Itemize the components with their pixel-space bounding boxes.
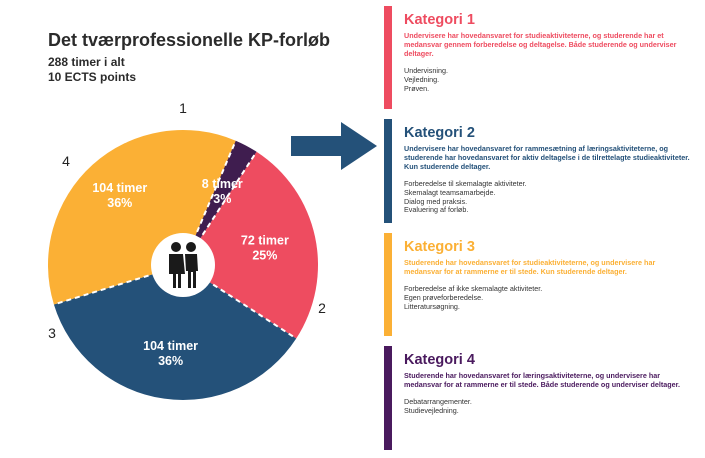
category-1-title: Kategori 1 (404, 12, 475, 28)
list-item: Egen prøveforberedelse. (404, 292, 484, 302)
category-1-list: Undervisning. Vejledning. Prøven. (404, 66, 694, 93)
category-3-title: Kategori 3 (404, 239, 475, 255)
header: Det tværprofessionelle KP-forløb 288 tim… (48, 30, 330, 85)
list-item: Litteratursøgning. (404, 301, 460, 311)
category-2-list: Forberedelse til skemalagte aktiviteter.… (404, 179, 694, 215)
list-item: Vejledning. (404, 74, 440, 84)
slice-number-label: 4 (62, 153, 70, 169)
category-4-card: Kategori 4 Studerende har hovedansvaret … (384, 346, 694, 450)
slice-percent-label: 36% (107, 196, 132, 210)
list-item: Forberedelse til skemalagte aktiviteter. (404, 179, 527, 188)
category-1-card: Kategori 1 Undervisere har hovedansvaret… (384, 6, 694, 109)
category-2-description: Undervisere har hovedansvaret for rammes… (404, 144, 690, 171)
slice-number-label: 3 (48, 325, 56, 341)
category-3-description: Studerende har hovedansvaret for studiea… (404, 258, 656, 276)
pie-slice-4 (183, 140, 257, 265)
category-4-list: Debatarrangementer. Studievejledning. (404, 397, 694, 416)
slice-hours-label: 104 timer (143, 339, 198, 353)
list-item: Studievejledning. (404, 405, 459, 415)
slice-hours-label: 8 timer (202, 177, 243, 191)
category-4-title: Kategori 4 (404, 352, 475, 368)
pie-slice-2 (53, 265, 297, 400)
list-item: Evaluering af forløb. (404, 205, 469, 215)
slice-percent-label: 3% (213, 192, 231, 206)
arrow-right-icon (291, 122, 377, 170)
total-hours: 288 timer i alt (48, 55, 125, 69)
category-4-bar (384, 346, 392, 450)
list-item: Forberedelse af ikke skemalagte aktivite… (404, 284, 543, 293)
category-2-title: Kategori 2 (404, 125, 475, 141)
category-1-description: Undervisere har hovedansvaret for studie… (404, 31, 677, 58)
pie-slice-3 (47, 129, 236, 305)
category-3-list: Forberedelse af ikke skemalagte aktivite… (404, 284, 694, 311)
slice-percent-label: 25% (252, 249, 277, 263)
category-1-bar (384, 6, 392, 109)
category-4-description: Studerende har hovedansvaret for lærings… (404, 371, 681, 389)
list-item: Prøven. (404, 83, 430, 93)
category-3-card: Kategori 3 Studerende har hovedansvaret … (384, 233, 694, 336)
people-icon (169, 242, 198, 288)
slice-number-label: 2 (318, 300, 326, 316)
list-item: Dialog med praksis. (404, 196, 468, 206)
page-title: Det tværprofessionelle KP-forløb (48, 30, 331, 50)
slice-percent-label: 36% (158, 354, 183, 368)
slice-number-label: 1 (179, 100, 187, 116)
category-2-bar (384, 119, 392, 223)
slice-hours-label: 72 timer (241, 234, 289, 248)
list-item: Debatarrangementer. (404, 397, 472, 406)
category-2-card: Kategori 2 Undervisere har hovedansvaret… (384, 119, 694, 223)
category-3-bar (384, 233, 392, 336)
slice-hours-label: 104 timer (92, 181, 147, 195)
list-item: Skemalagt teamsamarbejde. (404, 187, 496, 197)
pie-slice-1 (183, 151, 318, 339)
ects-points: 10 ECTS points (48, 70, 137, 84)
list-item: Undervisning. (404, 66, 448, 75)
